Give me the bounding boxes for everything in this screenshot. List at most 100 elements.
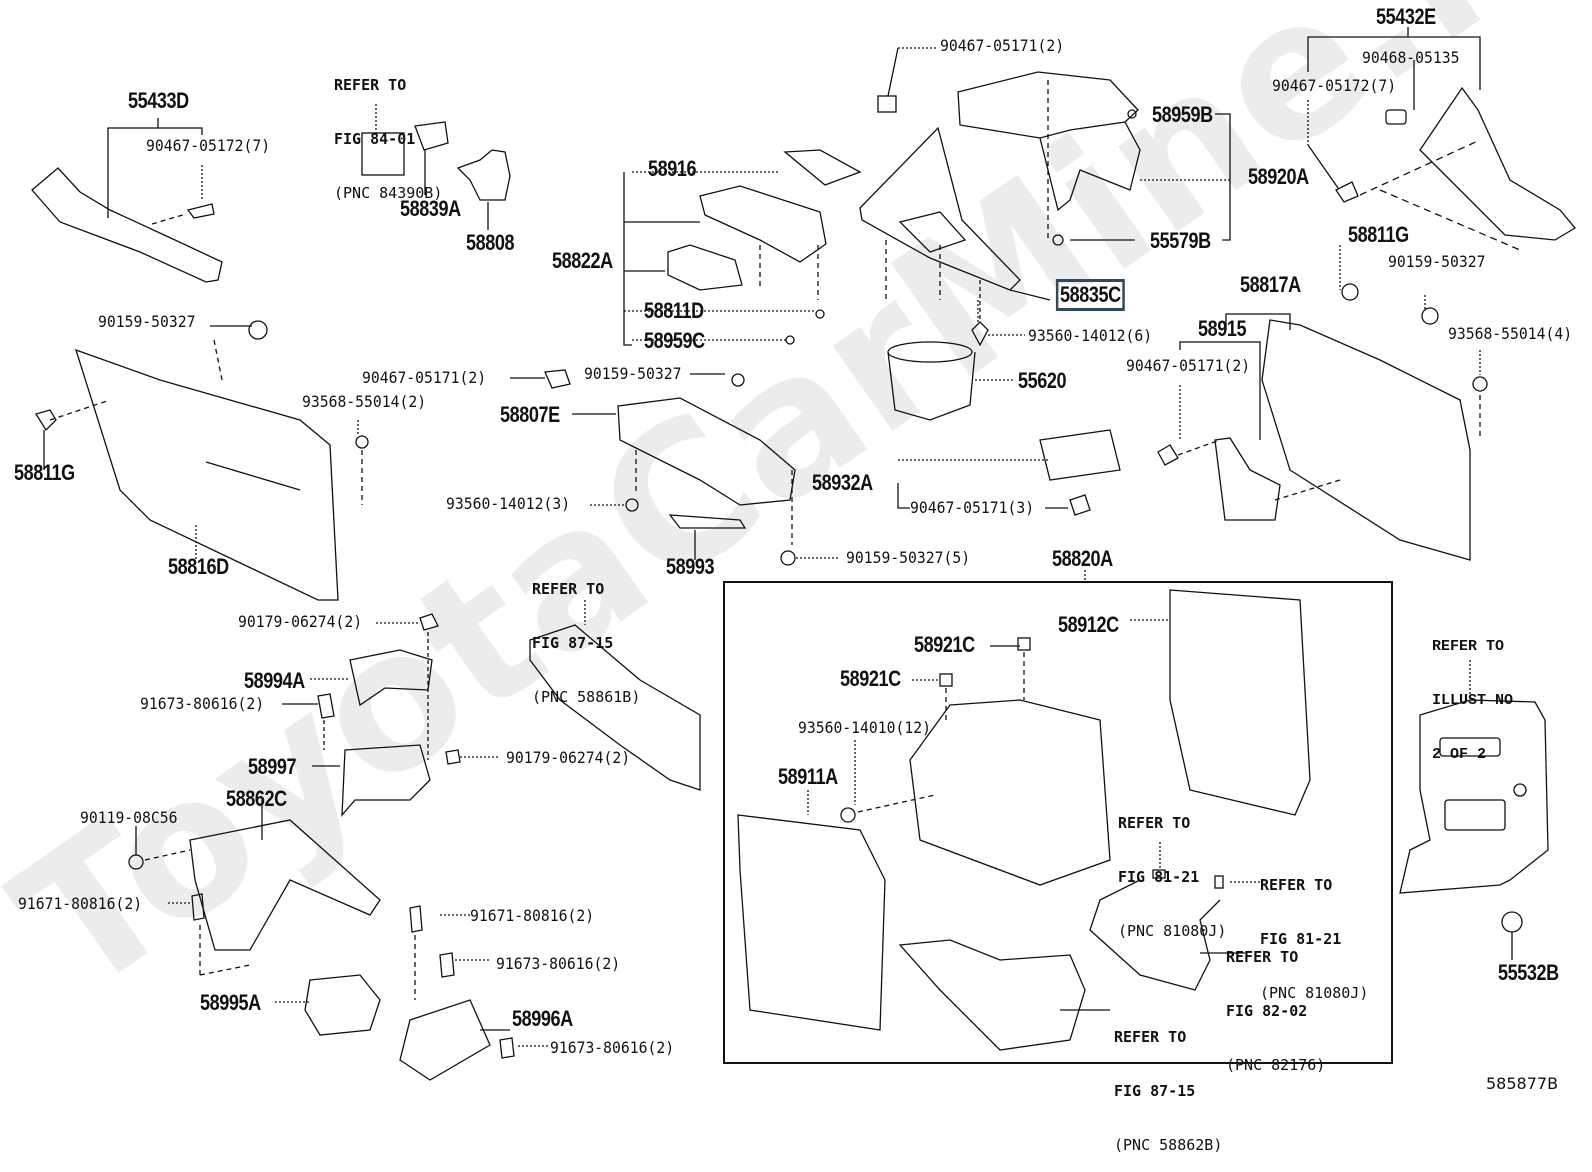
part-label-55433D[interactable]: 55433D xyxy=(128,88,189,113)
part-label-90159-50327-5[interactable]: 90159-50327(5) xyxy=(846,548,971,567)
part-58820A-body-drawing[interactable] xyxy=(737,589,1311,1051)
part-label-58811G-right[interactable]: 58811G xyxy=(1348,222,1409,247)
part-58817A-drawing[interactable] xyxy=(1157,245,1488,561)
ref-pnc: (PNC 58862B) xyxy=(1114,1136,1223,1154)
part-bracket-assembly-drawing[interactable] xyxy=(128,613,550,1081)
part-label-91671-80816-left[interactable]: 91671-80816(2) xyxy=(18,894,143,913)
ref-pnc: (PNC 84390B) xyxy=(334,184,443,202)
part-label-58811G-left[interactable]: 58811G xyxy=(14,460,75,485)
part-label-58820A[interactable]: 58820A xyxy=(1052,546,1113,571)
part-58822A-group-drawing[interactable] xyxy=(623,149,862,346)
part-label-90119-08C56[interactable]: 90119-08C56 xyxy=(80,808,178,827)
part-label-55432E[interactable]: 55432E xyxy=(1376,4,1436,29)
part-58835C-drawing[interactable] xyxy=(859,47,1051,320)
part-label-93560-14012-3[interactable]: 93560-14012(3) xyxy=(446,494,571,513)
part-label-55620[interactable]: 55620 xyxy=(1018,368,1067,393)
part-label-90179-06274-bottom[interactable]: 90179-06274(2) xyxy=(506,748,631,767)
duct-part-drawing[interactable] xyxy=(529,600,701,791)
part-label-91671-80816-right[interactable]: 91671-80816(2) xyxy=(470,906,595,925)
parts-diagram-canvas: ToyotaCarMine.ru xyxy=(0,0,1592,1081)
part-55433D-drawing[interactable] xyxy=(31,118,223,283)
part-label-58959B[interactable]: 58959B xyxy=(1152,102,1213,127)
part-label-93568-55014-2[interactable]: 93568-55014(2) xyxy=(302,392,427,411)
part-label-58997[interactable]: 58997 xyxy=(248,754,297,779)
part-label-90159-50327-mid[interactable]: 90159-50327 xyxy=(584,364,682,383)
part-switch-group-drawing[interactable] xyxy=(361,104,511,230)
part-label-91673-80616-a[interactable]: 91673-80616(2) xyxy=(140,694,265,713)
part-label-93568-55014-4[interactable]: 93568-55014(4) xyxy=(1448,324,1573,343)
ref-line: REFER TO xyxy=(1118,814,1191,832)
part-55620-drawing[interactable] xyxy=(887,300,1025,421)
part-label-58807E[interactable]: 58807E xyxy=(500,402,560,427)
part-label-90467-05171-right[interactable]: 90467-05171(2) xyxy=(1126,356,1251,375)
part-label-90159-50327-left[interactable]: 90159-50327 xyxy=(98,312,196,331)
reference-note-fig-81-21-a[interactable]: REFER TO FIG 81-21 (PNC 81080J) xyxy=(1118,778,1226,958)
part-label-91673-80616-b[interactable]: 91673-80616(2) xyxy=(496,954,621,973)
reference-note-fig-87-15-a[interactable]: REFER TO FIG 87-15 (PNC 58861B) xyxy=(532,544,640,724)
part-label-90467-05172-right[interactable]: 90467-05172(7) xyxy=(1272,76,1397,95)
part-55432E-drawing[interactable] xyxy=(1307,27,1576,251)
ref-pnc: (PNC 82176) xyxy=(1226,1056,1326,1074)
ref-line: 2 OF 2 xyxy=(1432,746,1487,763)
part-58807E-drawing[interactable] xyxy=(510,369,840,566)
part-58932A-drawing[interactable] xyxy=(897,429,1121,516)
part-label-58996A[interactable]: 58996A xyxy=(512,1006,573,1031)
part-label-90467-05171-3[interactable]: 90467-05171(3) xyxy=(910,498,1035,517)
ref-pnc: (PNC 81080J) xyxy=(1260,984,1369,1002)
part-label-58835C-highlighted[interactable]: 58835C xyxy=(1055,279,1125,311)
reference-note-fig-84-01[interactable]: REFER TO FIG 84-01 (PNC 84390B) xyxy=(334,40,442,220)
part-label-58822A[interactable]: 58822A xyxy=(552,248,613,273)
reference-note-illust-2-of-2[interactable]: REFER TO ILLUST NO 2 OF 2 xyxy=(1432,602,1513,782)
ref-line: FIG 81-21 xyxy=(1118,868,1200,886)
part-label-90467-05172-left[interactable]: 90467-05172(7) xyxy=(146,136,271,155)
part-label-58808[interactable]: 58808 xyxy=(466,230,515,255)
ref-line: ILLUST NO xyxy=(1432,692,1514,709)
part-label-58994A[interactable]: 58994A xyxy=(244,668,305,693)
ref-line: REFER TO xyxy=(1114,1028,1187,1046)
ref-line: REFER TO xyxy=(1226,948,1299,966)
part-label-58921C-a[interactable]: 58921C xyxy=(914,632,975,657)
part-label-58862C[interactable]: 58862C xyxy=(226,786,287,811)
part-label-55579B[interactable]: 55579B xyxy=(1150,228,1211,253)
part-label-90179-06274-top[interactable]: 90179-06274(2) xyxy=(238,612,363,631)
ref-line: FIG 87-15 xyxy=(1114,1082,1196,1100)
part-label-58816D[interactable]: 58816D xyxy=(168,554,229,579)
sub-assembly-58820A-frame xyxy=(723,581,1393,1064)
part-label-58912C[interactable]: 58912C xyxy=(1058,612,1119,637)
part-label-58916[interactable]: 58916 xyxy=(648,156,697,181)
part-label-58911A[interactable]: 58911A xyxy=(778,764,838,789)
part-label-58811D[interactable]: 58811D xyxy=(644,298,704,323)
part-label-58839A[interactable]: 58839A xyxy=(400,196,461,221)
ref-line: FIG 82-02 xyxy=(1226,1002,1308,1020)
part-label-90467-05171-mid[interactable]: 90467-05171(2) xyxy=(362,368,487,387)
part-label-58921C-b[interactable]: 58921C xyxy=(840,666,901,691)
reference-note-fig-81-21-b[interactable]: REFER TO FIG 81-21 (PNC 81080J) xyxy=(1260,840,1368,1020)
part-label-91673-80616-c[interactable]: 91673-80616(2) xyxy=(550,1038,675,1057)
part-label-58995A[interactable]: 58995A xyxy=(200,990,261,1015)
ref-line: FIG 81-21 xyxy=(1260,930,1342,948)
ref-line: FIG 87-15 xyxy=(532,634,614,652)
ref-line: REFER TO xyxy=(1432,638,1505,655)
reference-note-fig-82-02[interactable]: REFER TO FIG 82-02 (PNC 82176) xyxy=(1226,912,1325,1092)
part-label-90468-05135[interactable]: 90468-05135 xyxy=(1362,48,1460,67)
ref-line: REFER TO xyxy=(1260,876,1333,894)
part-label-93560-14012-6[interactable]: 93560-14012(6) xyxy=(1028,326,1153,345)
part-label-90467-05171-top[interactable]: 90467-05171(2) xyxy=(940,36,1065,55)
part-label-58993[interactable]: 58993 xyxy=(666,554,715,579)
ref-line: FIG 84-01 xyxy=(334,130,416,148)
ref-line: REFER TO xyxy=(532,580,605,598)
part-label-55532B[interactable]: 55532B xyxy=(1498,960,1559,985)
reference-note-fig-87-15-b[interactable]: REFER TO FIG 87-15 (PNC 58862B) xyxy=(1114,992,1222,1172)
part-label-58932A[interactable]: 58932A xyxy=(812,470,873,495)
part-label-58817A[interactable]: 58817A xyxy=(1240,272,1301,297)
part-58920A-drawing[interactable] xyxy=(957,71,1231,246)
ref-line: REFER TO xyxy=(334,76,407,94)
part-label-93560-14010-12[interactable]: 93560-14010(12) xyxy=(798,718,931,737)
part-label-58915[interactable]: 58915 xyxy=(1198,316,1247,341)
part-58816D-drawing[interactable] xyxy=(34,320,369,601)
figure-id: 585877B xyxy=(1486,1074,1559,1093)
part-label-58959C[interactable]: 58959C xyxy=(644,328,705,353)
rear-console-panel-drawing[interactable] xyxy=(1399,660,1549,960)
part-label-58920A[interactable]: 58920A xyxy=(1248,164,1309,189)
part-label-90159-50327-right[interactable]: 90159-50327 xyxy=(1388,252,1486,271)
